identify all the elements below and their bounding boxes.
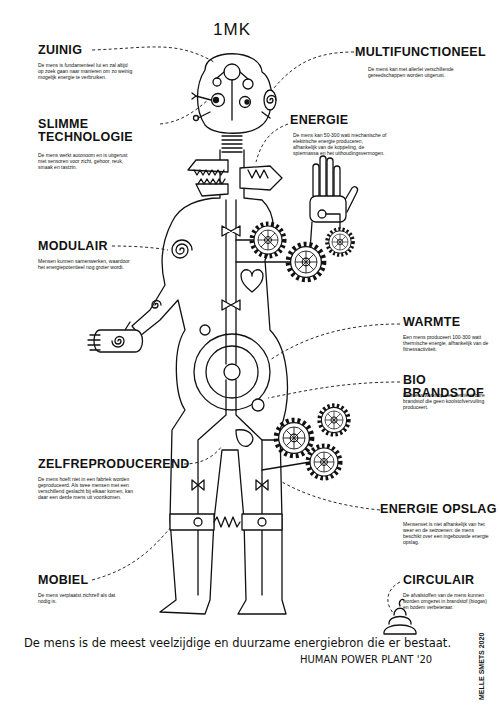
neck-coil: [222, 136, 242, 152]
belly: [194, 334, 270, 410]
gear: [327, 229, 353, 255]
arm-spiral: [152, 301, 161, 309]
knee-node: [258, 518, 266, 526]
feature-heading: MODULAIR: [38, 240, 158, 253]
knee-spring: [214, 517, 240, 527]
ear-spiral: [267, 96, 276, 103]
feature-body: Mensen kunnen samenwerken, waardoor het …: [38, 258, 133, 270]
belly-wire: [226, 334, 236, 410]
feature-heading: ENERGIE: [290, 114, 400, 127]
leader-line: [282, 482, 380, 510]
feature-heading: MOBIEL: [38, 574, 138, 587]
teeth: [194, 170, 225, 184]
left-hand: [88, 322, 143, 352]
feature-heading: ZELFREPRODUCEREND: [38, 458, 198, 471]
figure: [88, 54, 416, 634]
caption: De mens is de meest veelzijdige en duurz…: [24, 636, 484, 650]
feature-body: De mens kan 50-300 watt mechanische of e…: [293, 132, 388, 156]
finger: [320, 156, 326, 198]
eye: [240, 97, 251, 108]
ratchet: [240, 166, 282, 190]
gears: [252, 224, 353, 478]
knee-box: [170, 514, 214, 530]
head-outline: [198, 54, 272, 134]
leader-line: [268, 382, 400, 398]
leader-line: [184, 446, 222, 464]
hand-spiral: [112, 337, 124, 348]
credit-line: HUMAN POWER PLANT '20: [300, 654, 432, 666]
eye: [212, 94, 225, 107]
leader-line: [274, 52, 354, 88]
finger: [313, 164, 319, 198]
feature-body: De mens is fundamenteel lui en zal altij…: [38, 62, 133, 80]
leader-line: [92, 47, 214, 62]
gear: [320, 406, 349, 435]
gear: [308, 446, 340, 478]
feature-body: Mensenvet is niet afhankelijk van het we…: [403, 521, 491, 545]
feature-body: De mens verplaatst zichzelf als dat nodi…: [38, 592, 128, 604]
feature-body: De afvalstoffen van de mens kunnen worde…: [403, 592, 491, 610]
finger: [327, 158, 333, 198]
lower-jaw: [196, 184, 228, 196]
brain-node: [224, 64, 240, 80]
leader-line: [270, 324, 400, 360]
feature-body: De mens werkt op een hernieuwbare brands…: [403, 392, 491, 410]
generator: [252, 399, 264, 411]
leader-line: [112, 246, 168, 250]
sensor-wire: [192, 93, 270, 118]
brain-node: [213, 78, 221, 86]
ear: [264, 90, 276, 110]
leader-line: [256, 124, 288, 162]
feature-body: De mens kan met allerlei verschillende g…: [368, 66, 468, 78]
title: 1MK: [192, 20, 272, 40]
sensor: [194, 116, 199, 121]
leader-line: [160, 100, 208, 124]
leader-lines: [92, 47, 400, 614]
gear: [276, 420, 311, 455]
palm-node: [318, 210, 326, 218]
feature-heading: CIRCULAIR: [403, 574, 500, 587]
feature-heading: SLIMME TECHNOLOGIE: [38, 118, 153, 144]
knee-box: [242, 514, 282, 530]
belly-inner: [206, 346, 258, 398]
gear: [288, 244, 323, 279]
genitals: [236, 430, 253, 447]
leader-line: [388, 582, 400, 614]
belly-core: [224, 364, 240, 380]
feature-body: Een mens produceert 100-300 watt thermis…: [403, 334, 491, 352]
feature-heading: ZUINIG: [38, 44, 158, 57]
finger: [334, 166, 340, 198]
feature-body: De mens werkt autonoom en is uitgerust m…: [38, 152, 133, 170]
gear: [252, 224, 284, 256]
feature-body: De mens hoeft niet in een fabriek worden…: [38, 476, 138, 500]
generator: [200, 325, 210, 335]
feature-heading: MULTIFUNCTIONEEL: [355, 46, 495, 59]
feature-heading: WARMTE: [403, 316, 498, 329]
feature-heading: ENERGIE OPSLAG: [380, 503, 500, 516]
leader-line: [92, 528, 170, 580]
knee-node: [194, 518, 202, 526]
pupil: [214, 98, 219, 103]
shoulder-spiral: [172, 240, 192, 258]
heart: [241, 270, 263, 292]
signature: MELLE SMETS 2020: [478, 633, 485, 700]
brain-node: [243, 79, 253, 89]
pupil: [245, 100, 249, 104]
